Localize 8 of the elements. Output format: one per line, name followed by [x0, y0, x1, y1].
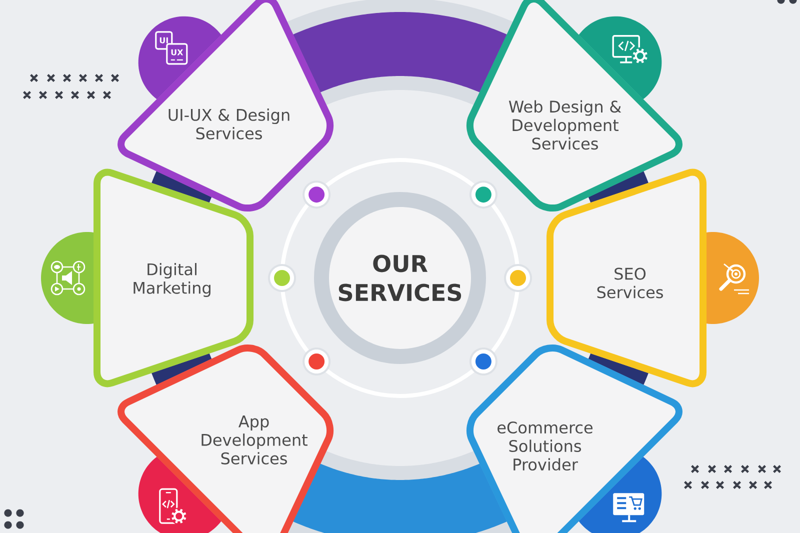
service-panel: SEO Services: [546, 168, 706, 388]
service-panel: eCommerce Solutions Provider: [466, 344, 682, 533]
node-label: SEO Services: [597, 268, 663, 298]
service-panel: Digital Marketing: [94, 168, 254, 388]
icon-label: UI: [160, 37, 168, 44]
service-panel: Web Design & Development Services: [466, 0, 682, 212]
icon-label: UX: [171, 49, 184, 56]
service-panel: App Development Services: [118, 344, 334, 533]
